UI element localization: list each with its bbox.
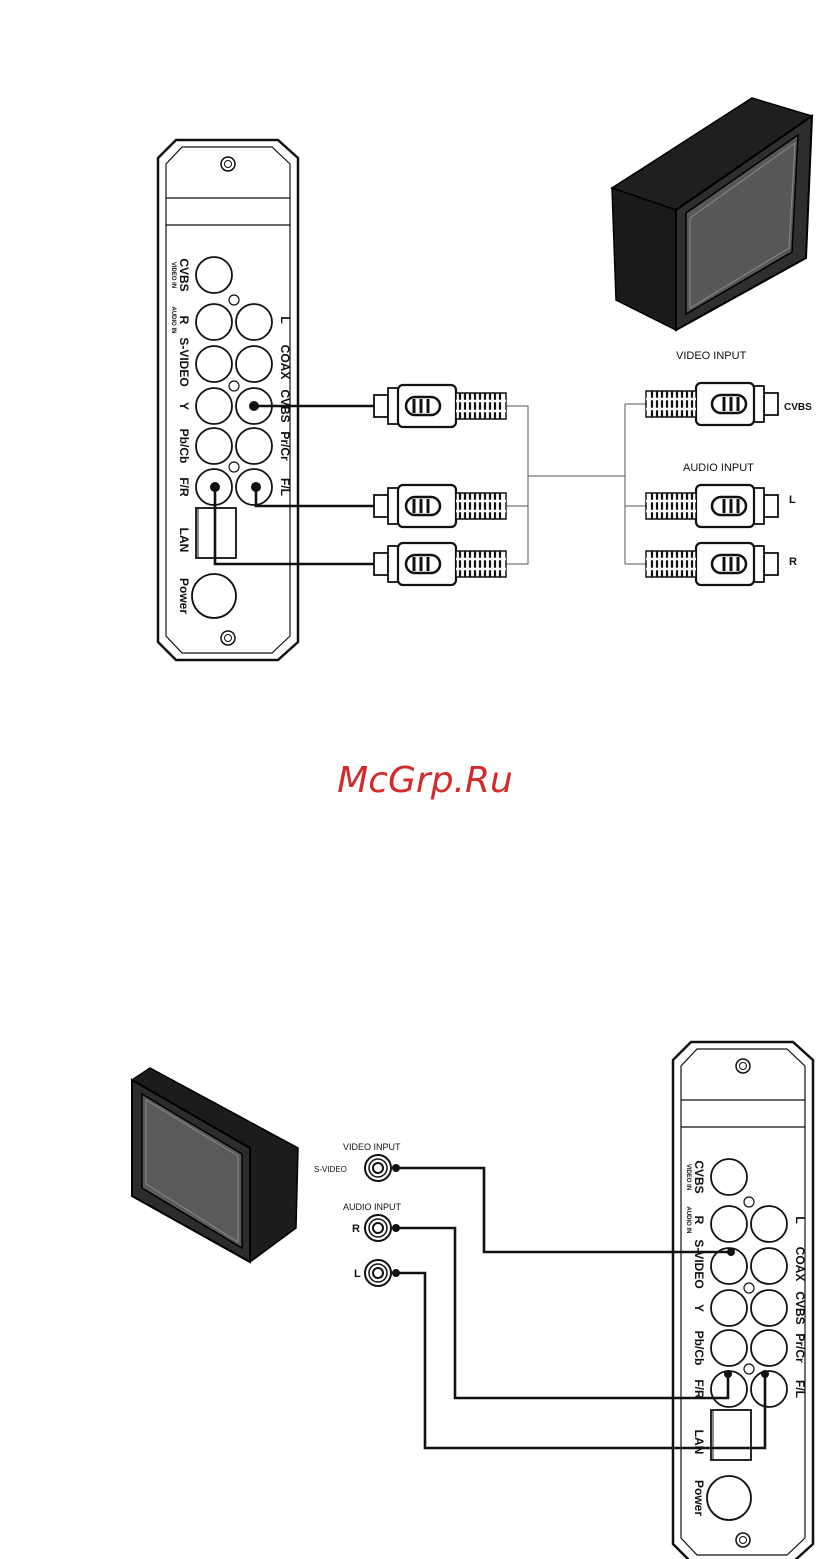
label-cvbs: CVBS — [692, 1160, 706, 1193]
l-label: L — [354, 1268, 361, 1280]
label-r: R — [177, 316, 191, 325]
tv-l-label: L — [789, 494, 796, 506]
wire-dot — [727, 1248, 735, 1256]
label-pb-cb: Pb/Cb — [692, 1331, 706, 1366]
label-power: Power — [692, 1480, 706, 1516]
label-audio-in: AUDIO IN — [170, 307, 176, 334]
label-y: Y — [177, 402, 191, 410]
wire-dot — [761, 1370, 769, 1378]
wire-dot — [724, 1370, 732, 1378]
label-pb-cb: Pb/Cb — [177, 429, 191, 464]
watermark: McGrp.Ru — [337, 760, 513, 801]
rca-plug — [646, 485, 778, 527]
label-video-in: VIDEO IN — [170, 262, 176, 288]
label-power: Power — [177, 578, 191, 614]
rca-plug — [646, 383, 778, 425]
label-y: Y — [692, 1304, 706, 1312]
label-pr-cr: Pr/Cr — [793, 1333, 807, 1363]
cable-bundle — [506, 404, 648, 564]
diagram-1: CVBS VIDEO IN R AUDIO IN S-VIDEO Y Pb/Cb… — [158, 98, 812, 660]
label-r: R — [692, 1216, 706, 1225]
tv-icon — [612, 98, 812, 330]
label-coax: COAX — [793, 1247, 807, 1282]
label-f-r: F/R — [177, 477, 191, 497]
tv-r-label: R — [789, 556, 797, 568]
label-lan: LAN — [692, 1430, 706, 1455]
video-input-label: VIDEO INPUT — [676, 350, 747, 362]
audio-input-label: AUDIO INPUT — [343, 1202, 402, 1212]
label-audio-in: AUDIO IN — [685, 1207, 691, 1234]
label-l: L — [278, 316, 292, 323]
label-lan: LAN — [177, 528, 191, 553]
r-label: R — [352, 1223, 360, 1235]
label-s-video: S-VIDEO — [692, 1239, 706, 1288]
label-s-video: S-VIDEO — [177, 337, 191, 386]
audio-input-label: AUDIO INPUT — [683, 462, 754, 474]
rca-plug — [374, 385, 506, 427]
tv-cvbs-label: CVBS — [784, 402, 812, 413]
label-cvbs-2: CVBS — [793, 1291, 807, 1324]
label-f-r: F/R — [692, 1379, 706, 1399]
label-pr-cr: Pr/Cr — [278, 431, 292, 461]
tv-icon — [132, 1068, 298, 1262]
label-f-l: F/L — [278, 478, 292, 496]
s-video-label: S-VIDEO — [314, 1165, 347, 1174]
label-cvbs: CVBS — [177, 258, 191, 291]
diagram-2: CVBS VIDEO IN R AUDIO IN S-VIDEO Y Pb/Cb… — [132, 1042, 813, 1559]
video-input-label: VIDEO INPUT — [343, 1142, 401, 1152]
jack-audio-l — [365, 1260, 391, 1286]
jack-audio-r — [365, 1215, 391, 1241]
jack-s-video — [365, 1155, 391, 1181]
rca-plug — [374, 543, 506, 585]
label-l: L — [793, 1216, 807, 1223]
label-coax: COAX — [278, 345, 292, 380]
rca-plug — [374, 485, 506, 527]
label-f-l: F/L — [793, 1380, 807, 1398]
label-video-in: VIDEO IN — [685, 1164, 691, 1190]
rca-plug — [646, 543, 778, 585]
